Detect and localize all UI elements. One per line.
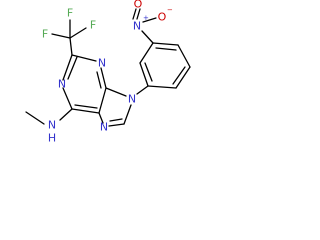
bond-ph4-ph5 (177, 44, 191, 68)
bond-ph1-ph2 (139, 62, 149, 87)
nitrogen-n9-label: N (128, 93, 136, 106)
bond-cf3-f-left (51, 33, 71, 39)
nitro-negative-charge: − (167, 6, 173, 14)
bond-ph5-ph6 (175, 66, 191, 89)
nitro-nitrogen-label: N (133, 20, 141, 33)
fluorine-top-label: F (67, 7, 73, 20)
bond-ph3-ph4-double (155, 47, 177, 51)
bond-c6-nh (59, 108, 73, 121)
bond-c6-c5-double (74, 104, 98, 109)
bond-nitro-o-double (136, 8, 141, 20)
bond-c4-n3-double (96, 71, 102, 89)
nitro-positive-charge: + (143, 14, 149, 22)
bond-c2-n3 (71, 54, 97, 62)
bond-c5-c4 (98, 87, 107, 114)
nitrogen-n7-label: N (100, 121, 108, 134)
bond-cf3-c2 (69, 37, 73, 56)
bond-ph2-ph3 (139, 42, 154, 64)
bond-nitro-o-double-2 (132, 8, 137, 20)
bond-ph6-ph1 (147, 85, 177, 89)
nitro-oxygen-double-label: O (134, 0, 143, 11)
nitrogen-n3-label: N (98, 57, 106, 70)
bond-ph3-ph4 (152, 42, 179, 46)
bond-ph5-ph6-double (172, 66, 186, 85)
bond-c8-n7-double (109, 118, 123, 122)
bond-c4-n9 (105, 87, 127, 97)
bond-n9-c8 (123, 104, 132, 125)
fluorine-left-label: F (42, 28, 48, 41)
bond-ph1-ph2-double (144, 62, 153, 82)
bond-c4-n3 (100, 67, 107, 89)
bond-c8-n7 (108, 123, 125, 127)
bond-n7-c5 (98, 112, 104, 124)
bond-nitro-o-single (142, 17, 157, 23)
nitro-oxygen-single-label: O (158, 11, 167, 24)
bond-n1-c6 (62, 87, 73, 110)
amine-hydrogen-label: H (48, 132, 56, 145)
bond-c2-n1-double (67, 56, 78, 80)
bond-nh-ch3 (25, 111, 45, 125)
bond-c6-c5 (71, 108, 100, 114)
bond-ph3-nitro (141, 30, 154, 44)
amine-nitrogen-label: N (48, 119, 56, 132)
fluorine-right-label: F (90, 19, 96, 32)
bond-c2-n1 (62, 54, 73, 81)
bond-cf3-f-right (69, 27, 87, 39)
chemical-structure-diagram: F F F N N N N N H N + O O − (25, 0, 191, 145)
nitrogen-n1-label: N (58, 78, 66, 91)
bond-n9-phenyl (136, 85, 149, 95)
